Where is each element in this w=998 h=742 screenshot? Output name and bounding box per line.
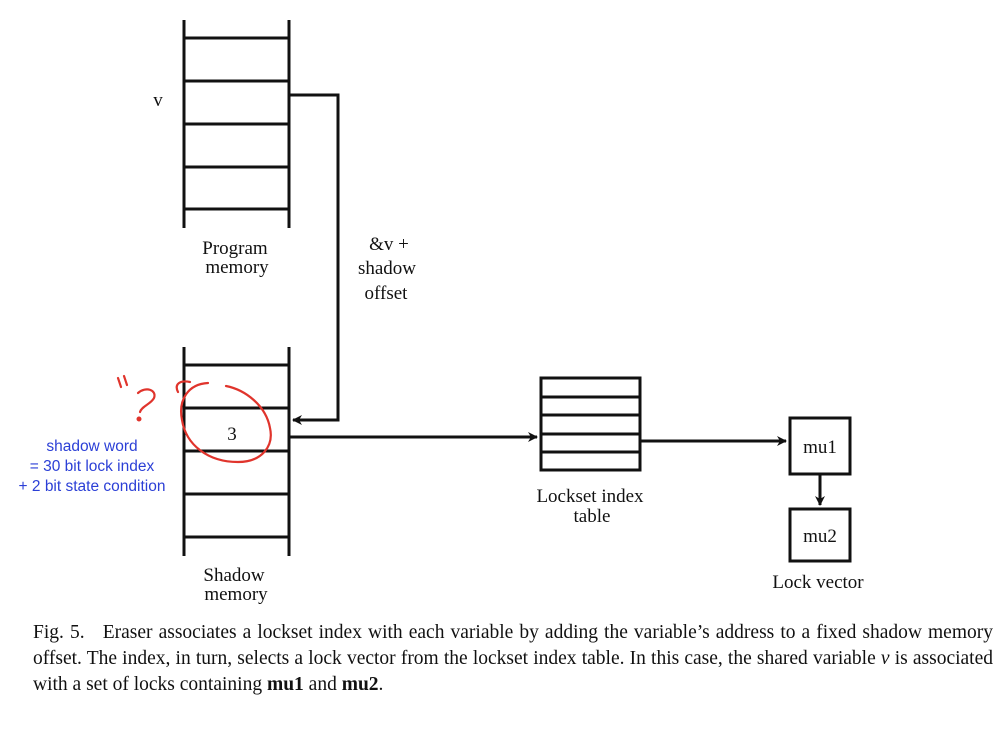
annotation-line2: = 30 bit lock index xyxy=(30,458,155,475)
address-arrow xyxy=(289,93,340,425)
figure-caption: Fig. 5. Eraser associates a lockset inde… xyxy=(33,620,993,698)
shadow-cell-value: 3 xyxy=(227,424,237,445)
lock-vector-label: Lock vector xyxy=(772,572,864,593)
caption-fig-label: Fig. 5. xyxy=(33,622,85,643)
question-mark-icon xyxy=(136,388,156,414)
circle-mark xyxy=(180,381,272,464)
handwritten-annotation xyxy=(116,374,272,464)
shadow-memory-stack xyxy=(182,347,291,556)
quote-mark-icon xyxy=(116,374,129,389)
caption-lock1: mu1 xyxy=(266,674,304,695)
caption-text-part2: is associated with a set of locks contai… xyxy=(33,648,994,695)
caption-var-name: v xyxy=(880,648,890,669)
lock-mu2-box xyxy=(788,507,852,563)
shadow-memory-label-line2: memory xyxy=(204,584,268,605)
tail-mark xyxy=(175,380,192,394)
annotation-line1: shadow word xyxy=(46,438,137,455)
lock-mu1-label: mu1 xyxy=(803,437,837,458)
caption-conjunction: and xyxy=(308,674,337,695)
shadow-memory-label-line1: Shadow xyxy=(203,565,265,586)
variable-v-label: v xyxy=(153,90,163,111)
lock-mu2-label: mu2 xyxy=(803,526,837,547)
address-arrow-label-line3: offset xyxy=(365,283,409,304)
annotation-line3: + 2 bit state condition xyxy=(19,478,166,495)
program-memory-stack xyxy=(182,20,291,228)
program-memory-label-line1: Program xyxy=(202,238,268,259)
lockset-table-label-line1: Lockset index xyxy=(536,486,644,507)
address-arrow-label-line1: &v + xyxy=(369,234,409,255)
caption-lock2: mu2 xyxy=(341,674,379,695)
lockset-index-table xyxy=(539,376,642,472)
program-memory-label-line2: memory xyxy=(205,257,269,278)
caption-text-part1: Eraser associates a lockset index with e… xyxy=(33,622,993,669)
lockset-table-label-line2: table xyxy=(574,506,611,527)
address-arrow-label-line2: shadow xyxy=(358,258,416,279)
caption-period: . xyxy=(378,674,384,695)
